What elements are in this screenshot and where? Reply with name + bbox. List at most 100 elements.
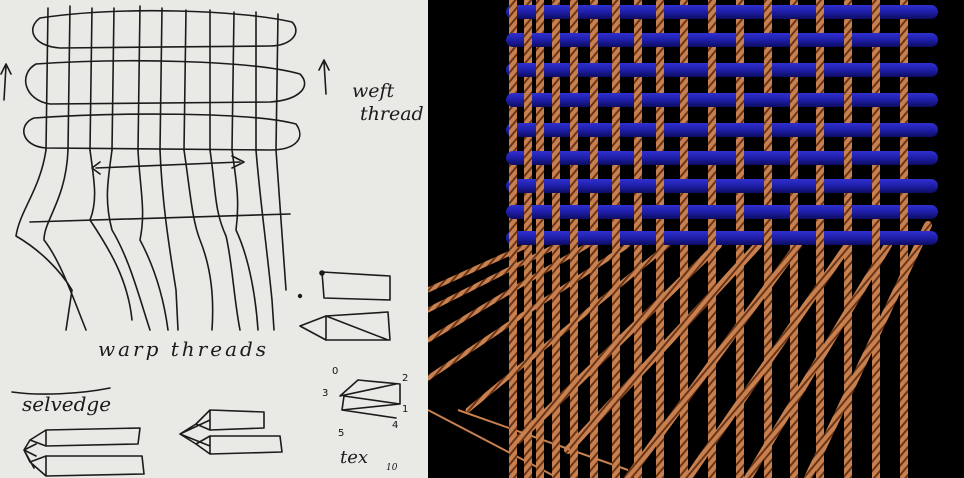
warp-over-1-7 (634, 31, 642, 49)
warp-over-3-1 (524, 91, 532, 109)
warp-over-3-11 (736, 91, 744, 109)
warp-over-6-14 (816, 177, 824, 195)
selvedge-label: selvedge (22, 392, 111, 416)
vertex-label-0: 0 (332, 366, 338, 377)
warp-over-0-6 (612, 3, 620, 21)
warp-over-4-2 (536, 121, 544, 139)
weft-row-1 (506, 33, 938, 47)
warp-over-3-5 (590, 91, 598, 109)
warp-over-3-13 (790, 91, 798, 109)
warp-over-4-8 (656, 121, 664, 139)
sketch-panel: weft thread warp threads selvedge tex 1 0… (0, 0, 428, 478)
warp-over-4-0 (509, 121, 517, 139)
warp-over-3-9 (680, 91, 688, 109)
warp-over-5-5 (590, 149, 598, 167)
selvedge-left (24, 428, 144, 476)
warp-over-6-12 (764, 177, 772, 195)
warp-over-6-0 (509, 177, 517, 195)
warp-over-0-2 (536, 3, 544, 21)
vertex-label-4: 4 (392, 420, 398, 431)
warp-over-5-11 (736, 149, 744, 167)
warp-over-4-4 (570, 121, 578, 139)
warp-over-2-0 (509, 61, 517, 79)
warp-over-8-0 (509, 229, 517, 247)
warp-over-8-4 (570, 229, 578, 247)
warp-over-5-17 (900, 149, 908, 167)
shuttle-box-top (322, 272, 390, 300)
warp-over-7-1 (524, 203, 532, 221)
warp-over-5-9 (680, 149, 688, 167)
weft-loop-middle (26, 61, 305, 104)
render-panel (428, 0, 964, 478)
weft-row-7 (506, 205, 938, 219)
warp-over-5-1 (524, 149, 532, 167)
weft-arrow-left (1, 64, 11, 100)
vertex-label-1: 1 (402, 404, 408, 415)
warp-over-7-7 (634, 203, 642, 221)
warp-over-7-9 (680, 203, 688, 221)
warp-over-1-9 (680, 31, 688, 49)
warp-over-0-4 (570, 3, 578, 21)
warp-over-5-3 (552, 149, 560, 167)
warp-over-2-2 (536, 61, 544, 79)
warp-over-4-14 (816, 121, 824, 139)
selvedge-right (180, 410, 282, 454)
warp-over-2-4 (570, 61, 578, 79)
warp-over-6-4 (570, 177, 578, 195)
warp-over-1-5 (590, 31, 598, 49)
warp-over-6-10 (708, 177, 716, 195)
warp-over-0-10 (708, 3, 716, 21)
weft-loop-bottom (24, 114, 300, 150)
warp-over-7-3 (552, 203, 560, 221)
warp-over-1-13 (790, 31, 798, 49)
vertex-label-3: 3 (322, 388, 328, 399)
tex-label: tex (340, 447, 368, 468)
warp-over-8-2 (536, 229, 544, 247)
warp-over-8-10 (708, 229, 716, 247)
warp-over-3-7 (634, 91, 642, 109)
vertex-diagram (340, 380, 400, 418)
shuttle-path (92, 156, 244, 174)
warp-over-5-15 (844, 149, 852, 167)
warp-over-2-10 (708, 61, 716, 79)
warp-over-4-16 (872, 121, 880, 139)
warp-over-1-15 (844, 31, 852, 49)
warp-over-7-11 (736, 203, 744, 221)
warp-over-0-14 (816, 3, 824, 21)
warp-over-6-8 (656, 177, 664, 195)
warp-over-2-12 (764, 61, 772, 79)
warp-over-6-16 (872, 177, 880, 195)
warp-over-2-6 (612, 61, 620, 79)
weft-row-3 (506, 93, 938, 107)
warp-over-2-16 (872, 61, 880, 79)
weft-arrow-right (319, 60, 329, 94)
warp-over-6-6 (612, 177, 620, 195)
warp-over-5-7 (634, 149, 642, 167)
warp-over-0-0 (509, 3, 517, 21)
warp-over-3-17 (900, 91, 908, 109)
shuttle-box-bottom (300, 312, 390, 340)
weft-label-line1: weft (352, 80, 394, 102)
vertex-label-5: 5 (338, 428, 344, 439)
warp-over-7-5 (590, 203, 598, 221)
warp-over-7-15 (844, 203, 852, 221)
warp-over-5-13 (790, 149, 798, 167)
warp-over-4-10 (708, 121, 716, 139)
warp-over-1-11 (736, 31, 744, 49)
warp-over-8-16 (872, 229, 880, 247)
warp-over-6-2 (536, 177, 544, 195)
warp-over-2-14 (816, 61, 824, 79)
warp-over-3-15 (844, 91, 852, 109)
weft-label-line2: thread (360, 103, 424, 125)
warp-over-4-6 (612, 121, 620, 139)
warp-over-8-6 (612, 229, 620, 247)
warp-over-8-12 (764, 229, 772, 247)
warp-diagonal-threads (428, 225, 928, 478)
weft-row-5 (506, 151, 938, 165)
warp-over-1-1 (524, 31, 532, 49)
warp-strands (16, 150, 286, 330)
warp-over-8-8 (656, 229, 664, 247)
warp-label: warp threads (98, 337, 269, 361)
warp-over-7-17 (900, 203, 908, 221)
